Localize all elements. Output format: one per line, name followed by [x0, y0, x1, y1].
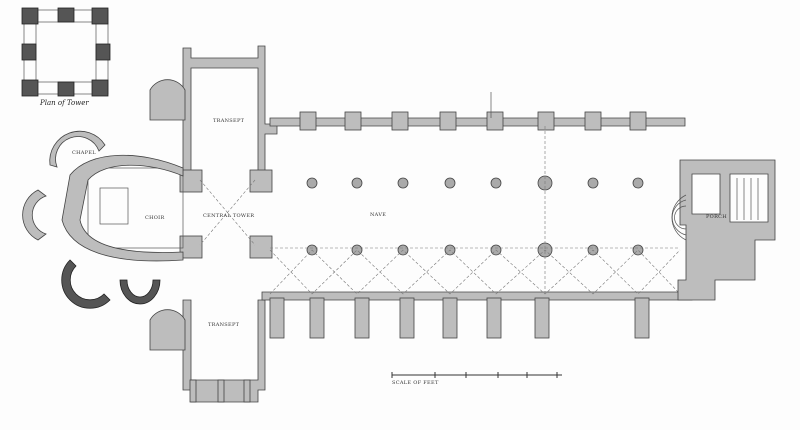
central-tower-label: Central Tower: [203, 213, 255, 219]
south-transept-label: Transept: [208, 322, 240, 328]
chapel-s-dark: [119, 279, 161, 305]
crossing-piers: [179, 169, 273, 259]
porch-label: Porch: [706, 214, 727, 220]
chapel-s: [149, 309, 186, 351]
chapel-sw-dark: [61, 259, 111, 309]
north-wall-piers: [299, 111, 647, 131]
scale-bar-label: Scale of feet: [392, 380, 439, 386]
scale-bar: [391, 372, 562, 378]
choir-label: Choir: [145, 215, 165, 221]
north-transept-walls: [182, 45, 278, 179]
nave-north-wall: [269, 117, 686, 127]
chapel-label: Chapel: [72, 150, 96, 156]
apse-walls: [61, 154, 184, 262]
tower-plan-caption: Plan of Tower: [40, 99, 89, 107]
nave-south-wall: [261, 291, 693, 301]
south-buttresses: [269, 297, 650, 339]
north-transept-label: Transept: [213, 118, 245, 124]
west-tower-walls: [677, 159, 776, 301]
nave-arcade-piers: [306, 175, 644, 258]
chapel-n: [149, 79, 186, 121]
chapel-nw: [49, 130, 106, 168]
chapel-w: [22, 189, 47, 241]
nave-label: Nave: [370, 212, 387, 218]
tower-plan-inset: [21, 7, 111, 97]
west-steps: [671, 178, 759, 241]
choir-area: [87, 167, 184, 249]
